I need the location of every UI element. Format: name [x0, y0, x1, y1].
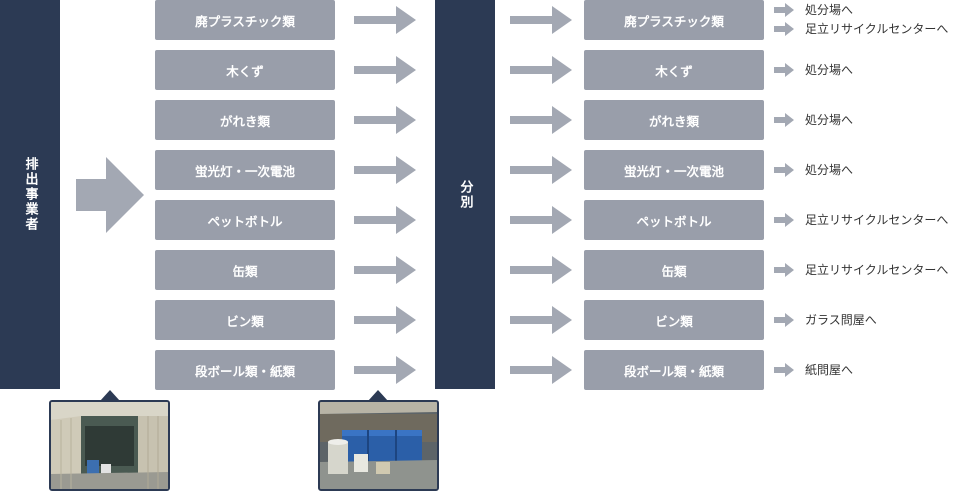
small-right-arrow-icon	[774, 63, 794, 77]
destination-text: 処分場へ	[805, 3, 854, 17]
sorted-item-box: 缶類	[584, 250, 764, 290]
right-arrow-icon	[354, 156, 416, 184]
right-arrow-icon	[510, 206, 572, 234]
waste-item-box: ペットボトル	[155, 200, 335, 240]
small-right-arrow-icon	[774, 313, 794, 327]
destination-text: 処分場へ	[805, 113, 854, 127]
sorted-item-box: 木くず	[584, 50, 764, 90]
right-arrow-icon	[354, 356, 416, 384]
sorted-item-box: がれき類	[584, 100, 764, 140]
waste-item-box: がれき類	[155, 100, 335, 140]
sorted-item-box: ペットボトル	[584, 200, 764, 240]
right-arrow-icon	[510, 6, 572, 34]
destination-text: 足立リサイクルセンターへ	[805, 263, 949, 277]
waste-item-box: 缶類	[155, 250, 335, 290]
right-arrow-icon	[354, 6, 416, 34]
sorted-item-box: ビン類	[584, 300, 764, 340]
right-arrow-icon	[510, 56, 572, 84]
large-right-arrow-icon	[76, 157, 144, 233]
right-arrow-icon	[510, 106, 572, 134]
bins-photo	[318, 400, 439, 491]
warehouse-photo-image	[51, 402, 168, 489]
destination-text: ガラス問屋へ	[805, 313, 877, 327]
destination-text: 処分場へ	[805, 63, 854, 77]
small-right-arrow-icon	[774, 263, 794, 277]
right-arrow-icon	[354, 56, 416, 84]
small-right-arrow-icon	[774, 3, 794, 17]
right-arrow-icon	[354, 206, 416, 234]
small-right-arrow-icon	[774, 113, 794, 127]
warehouse-photo	[49, 400, 170, 491]
right-arrow-icon	[510, 256, 572, 284]
waste-item-box: ビン類	[155, 300, 335, 340]
sorted-item-box: 蛍光灯・一次電池	[584, 150, 764, 190]
right-arrow-icon	[354, 106, 416, 134]
right-arrow-icon	[510, 156, 572, 184]
photo-pointer	[368, 390, 388, 401]
source-bar: 排出事業者	[0, 0, 60, 389]
destination-text: 足立リサイクルセンターへ	[805, 22, 949, 36]
small-right-arrow-icon	[774, 163, 794, 177]
small-right-arrow-icon	[774, 363, 794, 377]
sort-bar: 分別	[435, 0, 495, 389]
right-arrow-icon	[354, 256, 416, 284]
waste-item-box: 廃プラスチック類	[155, 0, 335, 40]
waste-item-box: 木くず	[155, 50, 335, 90]
photo-pointer	[100, 390, 120, 401]
sorted-item-box: 段ボール類・紙類	[584, 350, 764, 390]
right-arrow-icon	[354, 306, 416, 334]
small-right-arrow-icon	[774, 22, 794, 36]
destination-text: 処分場へ	[805, 163, 854, 177]
destination-text: 足立リサイクルセンターへ	[805, 213, 949, 227]
right-arrow-icon	[510, 356, 572, 384]
bins-photo-image	[320, 402, 437, 489]
sort-label: 分別	[457, 179, 473, 210]
small-right-arrow-icon	[774, 213, 794, 227]
right-arrow-icon	[510, 306, 572, 334]
source-label: 排出事業者	[22, 157, 38, 232]
waste-item-box: 蛍光灯・一次電池	[155, 150, 335, 190]
sorted-item-box: 廃プラスチック類	[584, 0, 764, 40]
destination-text: 紙問屋へ	[805, 363, 854, 377]
waste-item-box: 段ボール類・紙類	[155, 350, 335, 390]
